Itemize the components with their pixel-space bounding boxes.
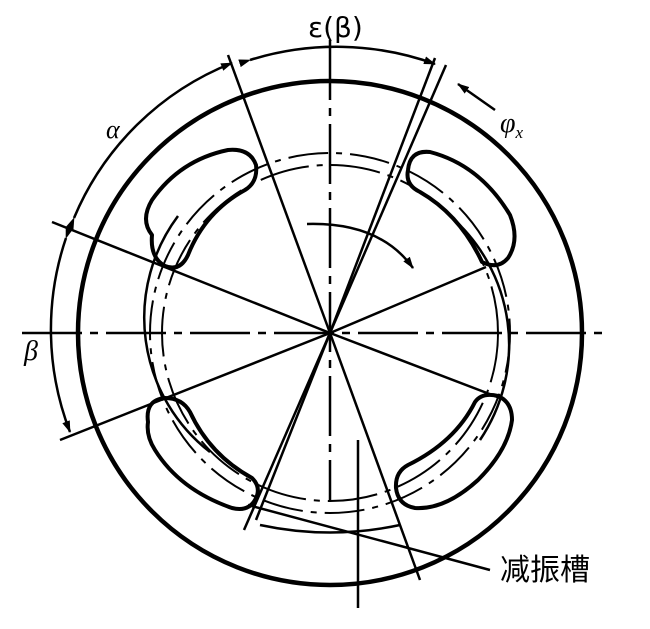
kidney-port-bottom-left	[145, 396, 260, 511]
rotation-direction-arrow	[306, 222, 415, 269]
radial-lines	[51, 54, 501, 581]
beta-dimension	[49, 226, 74, 433]
centerlines	[22, 40, 608, 500]
beta-label: β	[24, 336, 38, 367]
alpha-label: α	[106, 115, 120, 144]
kidney-port-top-right	[405, 149, 517, 268]
pitch-circles	[149, 152, 511, 514]
outer-circle	[75, 78, 585, 588]
phi-x-label: φx	[500, 108, 524, 142]
inner-arcs	[143, 215, 511, 453]
epsilon-beta-dimension	[238, 45, 436, 68]
phi-symbol: φ	[500, 108, 516, 139]
alpha-dimension	[66, 61, 233, 230]
epsilon-beta-label: ε(β)	[308, 11, 363, 44]
kidney-port-bottom-right	[393, 392, 514, 511]
phi-subscript: x	[515, 123, 524, 142]
damping-groove-label: 减振槽	[500, 553, 590, 588]
damping-groove-leader	[247, 440, 491, 608]
phi-x-dimension	[457, 82, 496, 112]
